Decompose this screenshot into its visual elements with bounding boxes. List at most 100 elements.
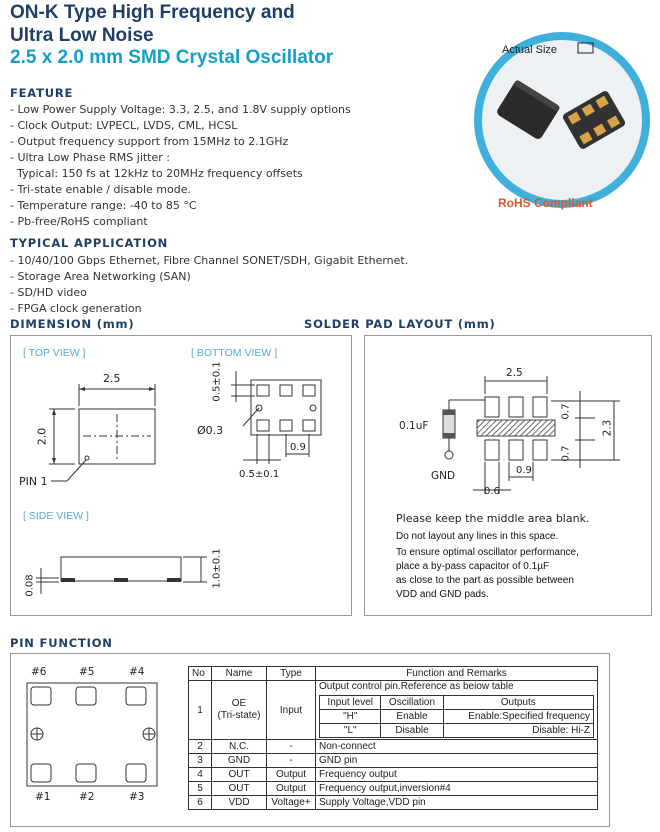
oe-cell: Disable: Hi-Z [442, 723, 595, 738]
table-row: 2 N.C. - Non-connect [188, 739, 598, 754]
row-function: Frequency output,inversion#4 [315, 781, 598, 796]
oe-name: OE [231, 698, 247, 709]
application-list: - 10/40/100 Gbps Ethernet, Fibre Channel… [10, 253, 408, 317]
feature-item: - Temperature range: -40 to 85 °C [10, 199, 197, 212]
top-view-width: 2.5 [103, 372, 121, 385]
actual-size-badge: Actual Size RoHS Compliant [470, 8, 650, 223]
feature-item: - Tri-state enable / disable mode. [10, 183, 191, 196]
solder-gap-2: 0.7 [560, 445, 572, 462]
row-name: OUT [211, 767, 267, 782]
pin-label-6: #6 [31, 666, 47, 678]
rohs-label: RoHS Compliant [498, 196, 593, 210]
row-function: Supply Voltage,VDD pin [315, 795, 598, 810]
feature-item: Typical: 150 fs at 12kHz to 20MHz freque… [10, 167, 303, 180]
pin1-label: PIN 1 [19, 475, 48, 488]
solder-gap-1: 0.7 [560, 403, 572, 420]
table-row: 5 OUT Output Frequency output,inversion#… [188, 781, 598, 796]
solder-notes: Do not layout any lines in this space. T… [396, 530, 646, 602]
solder-note: To ensure optimal oscillator performance… [396, 547, 579, 558]
application-item: - FPGA clock generation [10, 302, 142, 315]
feature-heading: FEATURE [10, 86, 74, 100]
row-type: Voltage+ [266, 795, 316, 810]
table-row: 1 OE (Tri-state) Input Output control pi… [188, 680, 598, 740]
bottom-hole-dia: Ø0.3 [197, 424, 224, 437]
pin-function-table: No Name Type Function and Remarks 1 OE (… [188, 666, 598, 810]
row-type: Output [266, 767, 316, 782]
oe-col-level: Input level [318, 695, 382, 710]
solder-heading: SOLDER PAD LAYOUT (mm) [304, 317, 496, 331]
row-no: 4 [188, 767, 212, 782]
row-name: GND [211, 753, 267, 768]
table-row: 3 GND - GND pin [188, 753, 598, 768]
solder-pitch: 0.9 [516, 465, 532, 476]
top-view-height: 2.0 [35, 427, 49, 446]
top-view-label: [ TOP VIEW ] [23, 347, 86, 359]
table-row: 4 OUT Output Frequency output [188, 767, 598, 782]
row-name: OE (Tri-state) [211, 680, 267, 740]
title-line-2: Ultra Low Noise [10, 25, 154, 46]
table-header-row: No Name Type Function and Remarks [188, 666, 598, 681]
pin-function-heading: PIN FUNCTION [10, 636, 113, 650]
row-function: Frequency output [315, 767, 598, 782]
feature-item: - Ultra Low Phase RMS jitter : [10, 151, 170, 164]
application-heading: TYPICAL APPLICATION [10, 236, 169, 250]
bottom-pad-width: 0.5±0.1 [239, 469, 280, 480]
solder-drawing [442, 376, 620, 494]
application-item: - SD/HD video [10, 286, 87, 299]
actual-size-label: Actual Size [502, 44, 558, 56]
solder-note: place a by-pass capacitor of 0.1µF [396, 561, 550, 572]
pin-function-box: #6 #5 #4 #1 #2 #3 No Name Type Function … [10, 653, 610, 827]
dimension-box: [ TOP VIEW ] [ BOTTOM VIEW ] [ SIDE VIEW… [10, 335, 352, 616]
row-name: N.C. [211, 739, 267, 754]
row-type: Output [266, 781, 316, 796]
pin-label-3: #3 [129, 791, 145, 803]
oe-remark: Output control pin.Reference as beiow ta… [319, 681, 514, 692]
solder-box: 2.5 2.3 0.7 0.7 0.9 0.6 0.1uF GND Please… [364, 335, 652, 616]
oe-col-out: Outputs [442, 695, 595, 710]
row-function: Non-connect [315, 739, 598, 754]
application-item: - Storage Area Networking (SAN) [10, 270, 191, 283]
oe-subtable: Input level Oscillation Outputs "H" Enab… [318, 695, 595, 738]
row-function: GND pin [315, 753, 598, 768]
application-item: - 10/40/100 Gbps Ethernet, Fibre Channel… [10, 254, 409, 267]
feature-item: - Low Power Supply Voltage: 3.3, 2.5, an… [10, 103, 351, 116]
title-line-1: ON-K Type High Frequency and [10, 2, 295, 23]
solder-pad-width: 0.6 [484, 486, 500, 497]
solder-note-main: Please keep the middle area blank. [396, 512, 590, 525]
title-line-3: 2.5 x 2.0 mm SMD Crystal Oscillator [10, 47, 334, 68]
pin-label-4: #4 [129, 666, 145, 678]
oe-name-sub: (Tri-state) [217, 710, 261, 721]
bottom-pitch: 0.9 [290, 442, 306, 453]
row-name: OUT [211, 781, 267, 796]
side-height-1: 0.08 [24, 574, 36, 597]
feature-item: - Clock Output: LVPECL, LVDS, CML, HCSL [10, 119, 238, 132]
oe-cell: Disable [380, 723, 444, 738]
row-no: 2 [188, 739, 212, 754]
oe-cell: "H" [318, 709, 382, 724]
row-no: 1 [188, 680, 212, 740]
col-function: Function and Remarks [315, 666, 598, 681]
row-type: - [266, 739, 316, 754]
feature-list: - Low Power Supply Voltage: 3.3, 2.5, an… [10, 102, 351, 230]
gnd-label: GND [431, 470, 456, 482]
feature-item: - Pb-free/RoHS compliant [10, 215, 148, 228]
row-type: - [266, 753, 316, 768]
solder-note: as close to the part as possible between [396, 575, 574, 586]
row-no: 3 [188, 753, 212, 768]
oe-cell: Enable:Specified frequency [442, 709, 595, 724]
col-name: Name [211, 666, 267, 681]
solder-note: Do not layout any lines in this space. [396, 531, 559, 542]
dimension-heading: DIMENSION (mm) [10, 317, 135, 331]
pin-diagram [26, 682, 158, 787]
badge-graphic [474, 32, 650, 208]
bottom-pad-height: 0.5±0.1 [211, 361, 223, 402]
solder-note: VDD and GND pads. [396, 589, 489, 600]
pin-label-5: #5 [79, 666, 95, 678]
table-row: 6 VDD Voltage+ Supply Voltage,VDD pin [188, 795, 598, 810]
row-no: 6 [188, 795, 212, 810]
row-function: Output control pin.Reference as beiow ta… [315, 680, 598, 740]
side-height-2: 1.0±0.1 [211, 548, 223, 589]
solder-height: 2.3 [601, 419, 614, 437]
row-no: 5 [188, 781, 212, 796]
oe-cell: "L" [318, 723, 382, 738]
